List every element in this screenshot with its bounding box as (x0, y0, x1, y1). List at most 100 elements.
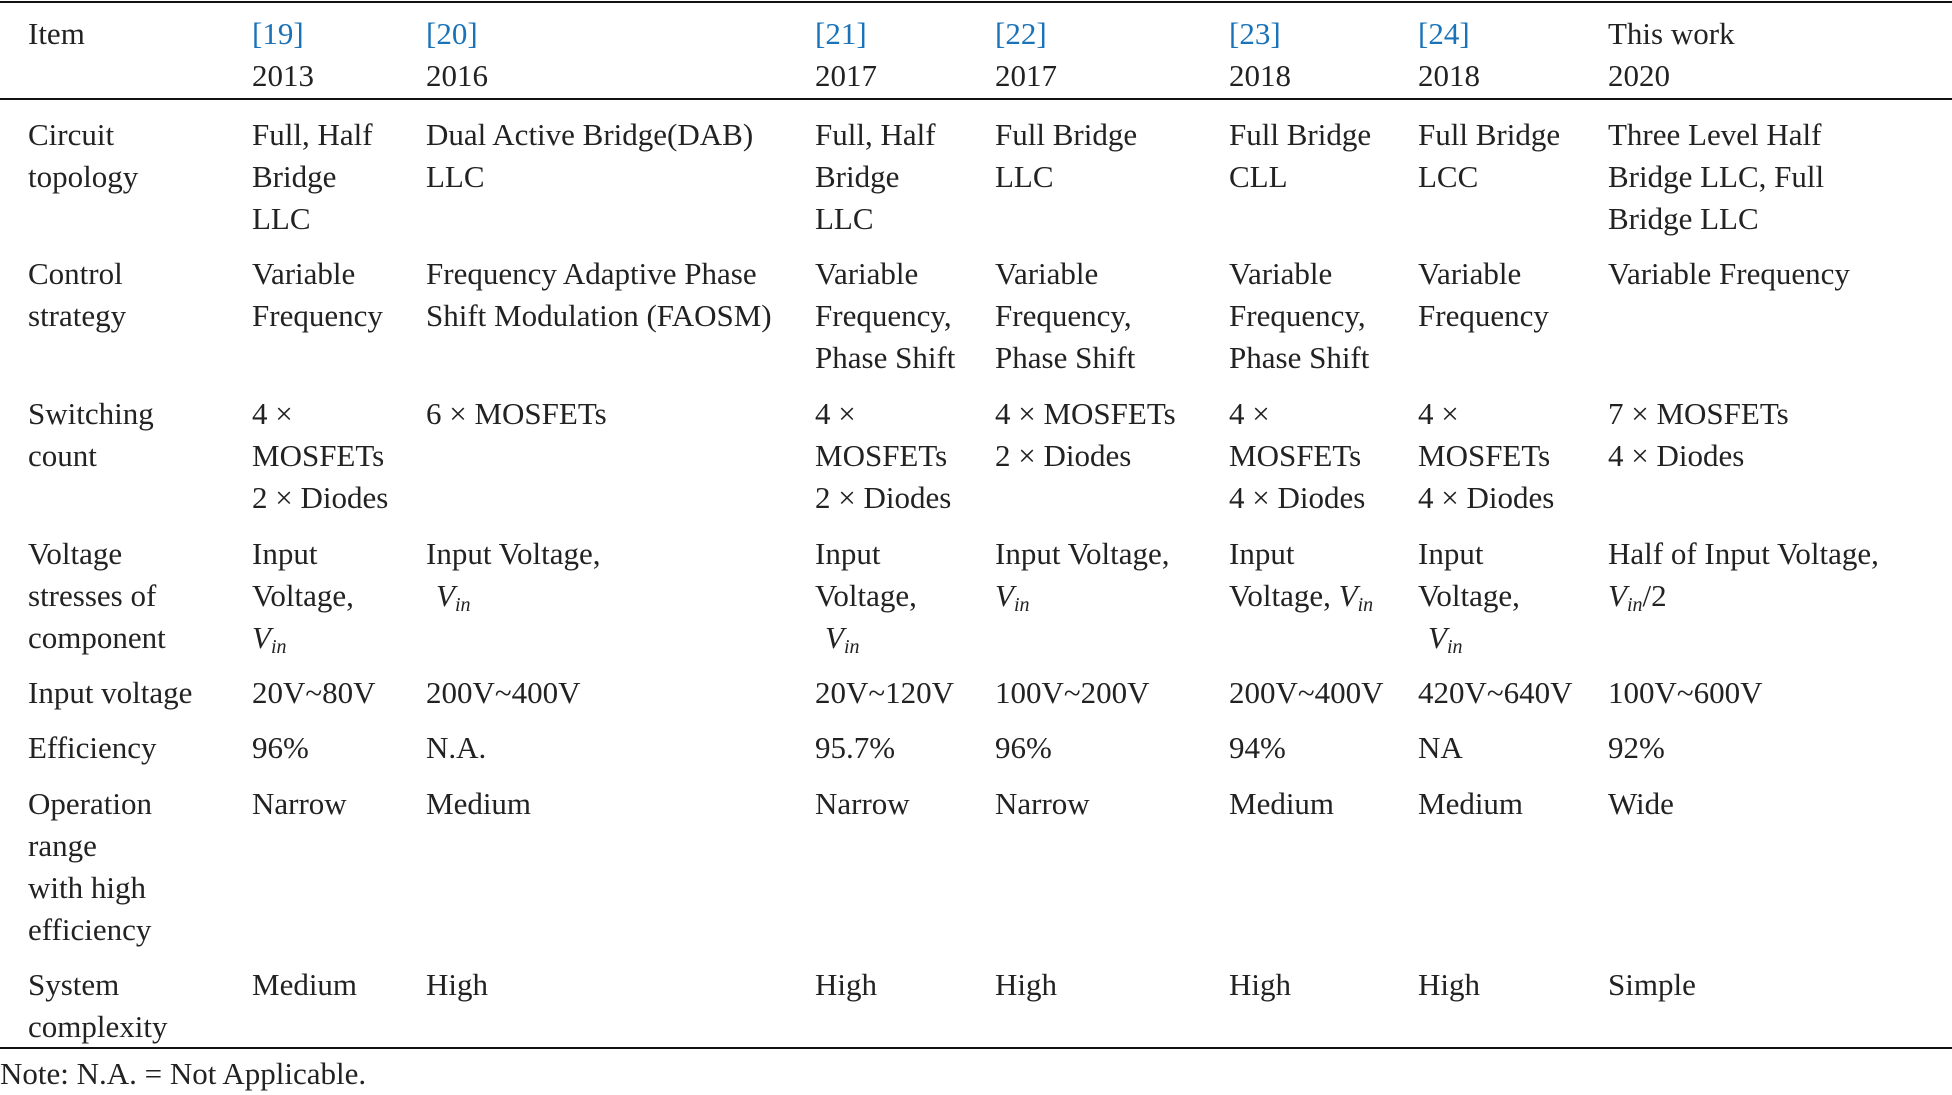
cell-line: Bridge LLC (1608, 201, 1759, 236)
reference-link[interactable]: [22] (995, 16, 1047, 51)
math-symbol: Vin (995, 575, 1030, 617)
cell-line: Medium (426, 786, 532, 821)
math-subscript: in (843, 636, 860, 658)
cell-line: Operation (28, 786, 152, 821)
table-cell: Medium (1229, 783, 1334, 825)
cell-line: Voltage (28, 536, 123, 571)
math-symbol: Vin (825, 617, 860, 659)
cell-line: Variable Frequency (1608, 256, 1850, 291)
math-symbol-v: V (436, 578, 455, 613)
cell-line: Dual Active Bridge(DAB) (426, 117, 754, 152)
row-label: Voltage stresses of component (28, 533, 166, 659)
cell-line: LLC (995, 159, 1054, 194)
cell-line: Input (1229, 536, 1295, 571)
table-cell: Half of Input Voltage,Vin/2 (1608, 533, 1879, 617)
cell-line: System (28, 967, 120, 1002)
reference-link[interactable]: [20] (426, 16, 478, 51)
cell-line: CLL (1229, 159, 1288, 194)
cell-line: 100V~600V (1608, 675, 1763, 710)
table-cell: High (426, 964, 488, 1006)
math-symbol-v: V (252, 620, 271, 655)
table-cell: Simple (1608, 964, 1696, 1006)
cell-line: Input (815, 536, 881, 571)
math-symbol: Vin (1339, 575, 1374, 617)
math-subscript: in (1446, 636, 1463, 658)
math-subscript: in (270, 636, 287, 658)
cell-line: count (28, 438, 97, 473)
cell-line: Medium (1418, 786, 1524, 821)
cell-line: 4 × (815, 396, 856, 431)
cell-line: Voltage, (252, 578, 354, 613)
cell-line: 4 × Diodes (1229, 480, 1366, 515)
table-cell: 200V~400V (426, 672, 581, 714)
cell-line: component (28, 620, 166, 655)
math-symbol-v: V (995, 578, 1014, 613)
header-year: 2018 (1229, 58, 1291, 93)
cell-line: 200V~400V (426, 675, 581, 710)
reference-link[interactable]: [23] (1229, 16, 1281, 51)
cell-line: Frequency, (815, 298, 952, 333)
cell-line: High (1418, 967, 1480, 1002)
reference-link[interactable]: [19] (252, 16, 304, 51)
cell-line: 4 × (252, 396, 293, 431)
header-item: Item (28, 13, 85, 55)
header-column-2: [21]2017 (815, 13, 877, 97)
table-cell: Medium (252, 964, 357, 1006)
table-cell: Narrow (995, 783, 1090, 825)
cell-line: 4 × (1229, 396, 1270, 431)
math-symbol: Vin/2 (1608, 575, 1667, 617)
cell-line: Voltage, (815, 578, 917, 613)
table-top-rule (0, 1, 1952, 3)
header-column-1: [20]2016 (426, 13, 488, 97)
cell-line: High (1229, 967, 1291, 1002)
header-year: 2013 (252, 58, 314, 93)
cell-line: NA (1418, 730, 1463, 765)
cell-line: efficiency (28, 912, 152, 947)
header-column-4: [23] 2018 (1229, 13, 1291, 97)
cell-line: Voltage, (1418, 578, 1520, 613)
table-cell: 20V~80V (252, 672, 376, 714)
cell-line: High (815, 967, 877, 1002)
cell-line: Frequency, (1229, 298, 1366, 333)
cell-line: MOSFETs (1418, 438, 1551, 473)
cell-line: High (995, 967, 1057, 1002)
cell-line: Variable (252, 256, 356, 291)
cell-line: Input Voltage, (995, 536, 1170, 571)
cell-line: stresses of (28, 578, 157, 613)
table-cell: 20V~120V (815, 672, 954, 714)
cell-line: Switching (28, 396, 154, 431)
table-cell: Wide (1608, 783, 1674, 825)
math-symbol: Vin (252, 617, 287, 659)
reference-link[interactable]: [21] (815, 16, 867, 51)
table-cell: Narrow (815, 783, 910, 825)
table-cell: Input Voltage, Vin (995, 533, 1170, 617)
row-label: Input voltage (28, 672, 192, 714)
cell-line: MOSFETs (1229, 438, 1362, 473)
reference-link[interactable]: [24] (1418, 16, 1470, 51)
table-cell: High (1418, 964, 1480, 1006)
cell-line: MOSFETs (815, 438, 948, 473)
cell-line: Full Bridge (1418, 117, 1561, 152)
table-cell: 100V~200V (995, 672, 1150, 714)
cell-line: range (28, 828, 97, 863)
math-subscript: in (454, 594, 471, 616)
table-cell: 96% (995, 727, 1052, 769)
table-cell: 96% (252, 727, 309, 769)
cell-line: 4 × Diodes (1608, 438, 1745, 473)
cell-line: Circuit (28, 117, 115, 152)
cell-line: Input (252, 536, 318, 571)
cell-line: Phase Shift (995, 340, 1136, 375)
